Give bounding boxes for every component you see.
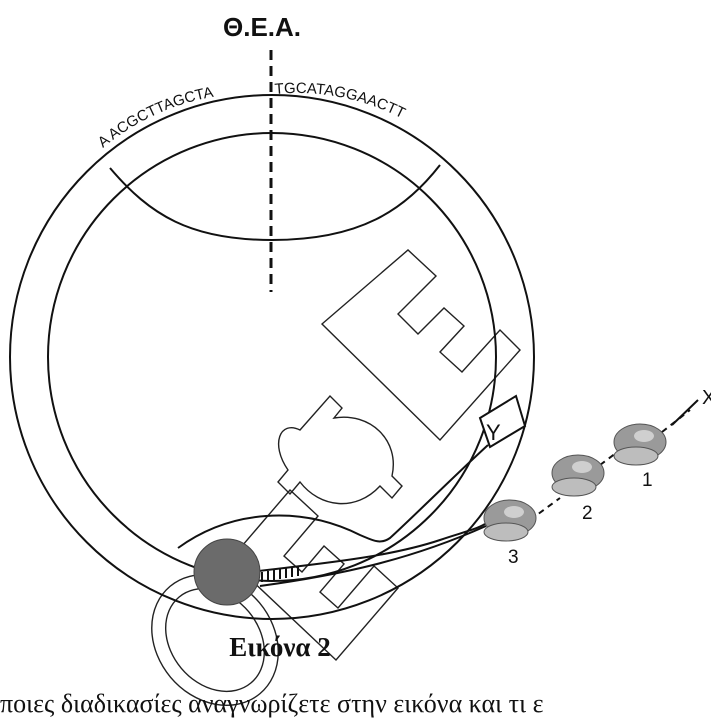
rna-polymerase (193, 538, 261, 606)
mrna-strand (227, 523, 486, 576)
sequence-left: A ACGCTTAGCTA (95, 84, 215, 151)
polypeptide-chain (529, 409, 691, 521)
transcription-bubble (177, 444, 489, 549)
polypeptide-end (671, 399, 699, 426)
ribosome-label-3: 3 (508, 547, 519, 568)
x-end-label: X (702, 387, 711, 409)
ribosome-3 (483, 499, 537, 542)
rna-hatch-marks (261, 566, 299, 582)
ribosome-1 (613, 423, 667, 466)
question-text: ποιες διαδικασίες αναγνωρίζετε στην εικό… (0, 689, 544, 718)
mrna-strand-lower (259, 525, 487, 587)
ribosome-2 (551, 454, 605, 497)
watermark-logo (151, 249, 521, 707)
plasmid-dna (9, 94, 535, 620)
origin-label: Θ.Ε.Α. (223, 12, 301, 42)
gene-y-label: Y (486, 420, 501, 445)
gene-y-box: Y (478, 394, 527, 449)
ribosome-label-1: 1 (642, 470, 653, 491)
figure-caption: Εικόνα 2 (229, 632, 331, 662)
ribosome-label-2: 2 (582, 503, 593, 524)
sequence-right: TGCATAGGAACTT (274, 80, 408, 122)
replication-bubble (109, 164, 441, 242)
